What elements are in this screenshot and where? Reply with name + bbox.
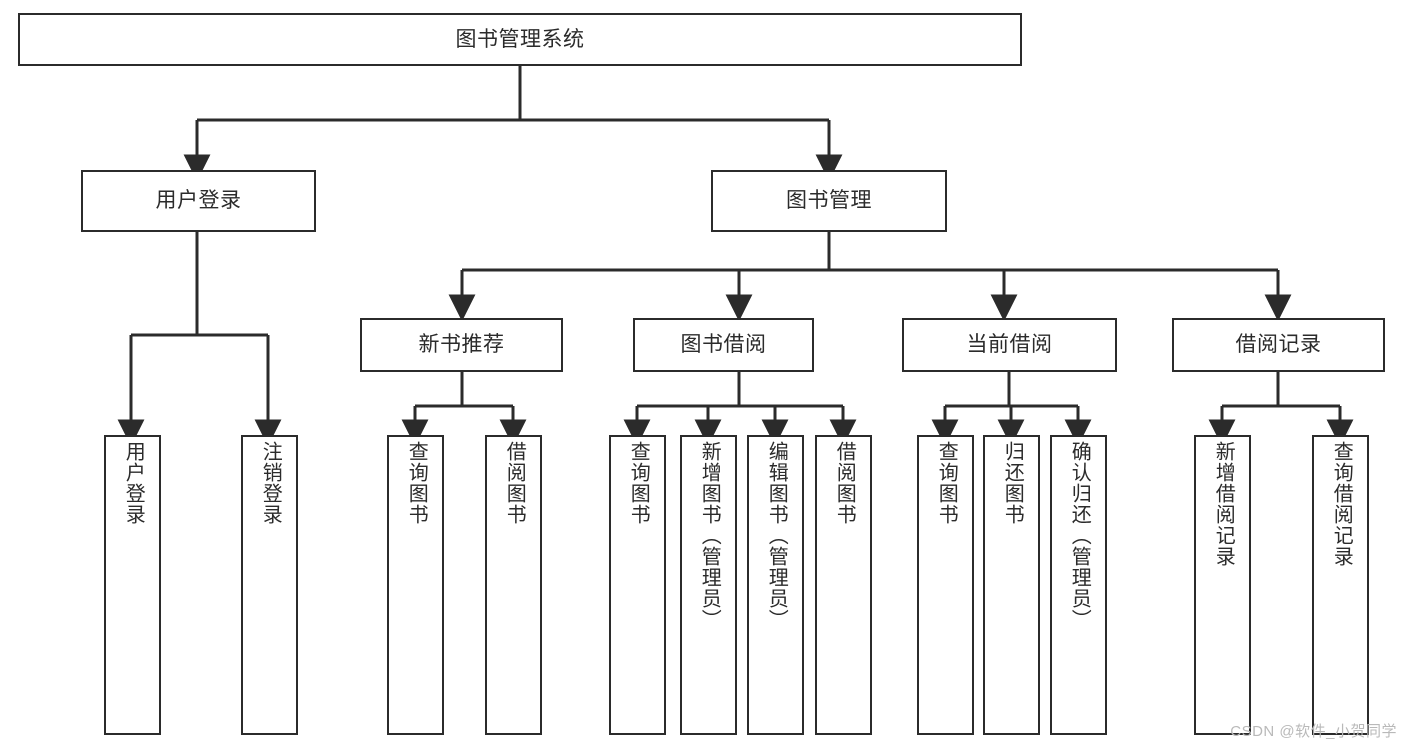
node-new-book-recommendation[interactable]: 新书推荐 [360,318,563,372]
node-user-login[interactable]: 用户登录 [81,170,316,232]
node-label: 当前借阅 [966,333,1053,357]
node-leaf-query-borrow-record[interactable]: 查询借阅记录 [1312,435,1369,735]
node-label: 借阅图书 [833,441,856,525]
node-leaf-borrow-book[interactable]: 借阅图书 [815,435,872,735]
node-leaf-query-book-borrow[interactable]: 查询图书 [609,435,666,735]
node-leaf-add-borrow-record[interactable]: 新增借阅记录 [1194,435,1251,735]
node-label: 查询图书 [935,441,958,525]
node-label: 图书管理 [786,189,872,213]
node-leaf-borrow-book-recommend[interactable]: 借阅图书 [485,435,542,735]
csdn-watermark: CSDN @软件_小贺同学 [1230,723,1397,740]
node-label: 借阅记录 [1235,333,1322,357]
node-label: 新增图书（管理员） [698,441,721,630]
node-root-book-management-system[interactable]: 图书管理系统 [18,13,1022,66]
node-current-borrowing[interactable]: 当前借阅 [902,318,1117,372]
node-label: 新书推荐 [418,333,505,357]
node-label: 图书借阅 [680,333,767,357]
node-label: 图书管理系统 [455,27,585,51]
node-book-borrowing[interactable]: 图书借阅 [633,318,814,372]
node-label: 用户登录 [155,189,242,213]
node-label: 注销登录 [259,441,282,525]
node-label: 查询借阅记录 [1330,441,1353,567]
node-book-management[interactable]: 图书管理 [711,170,947,232]
node-borrowing-record[interactable]: 借阅记录 [1172,318,1385,372]
node-label: 编辑图书（管理员） [765,441,788,630]
node-leaf-return-book[interactable]: 归还图书 [983,435,1040,735]
node-label: 归还图书 [1001,441,1024,525]
node-label: 查询图书 [627,441,650,525]
node-label: 借阅图书 [503,441,526,525]
node-label: 查询图书 [405,441,428,525]
node-leaf-query-book-recommend[interactable]: 查询图书 [387,435,444,735]
node-leaf-logout[interactable]: 注销登录 [241,435,298,735]
node-leaf-confirm-return-admin[interactable]: 确认归还（管理员） [1050,435,1107,735]
node-label: 用户登录 [122,441,145,525]
node-leaf-query-book-current[interactable]: 查询图书 [917,435,974,735]
node-leaf-user-login[interactable]: 用户登录 [104,435,161,735]
node-label: 新增借阅记录 [1212,441,1235,567]
node-leaf-edit-book-admin[interactable]: 编辑图书（管理员） [747,435,804,735]
node-leaf-add-book-admin[interactable]: 新增图书（管理员） [680,435,737,735]
node-label: 确认归还（管理员） [1068,441,1091,630]
